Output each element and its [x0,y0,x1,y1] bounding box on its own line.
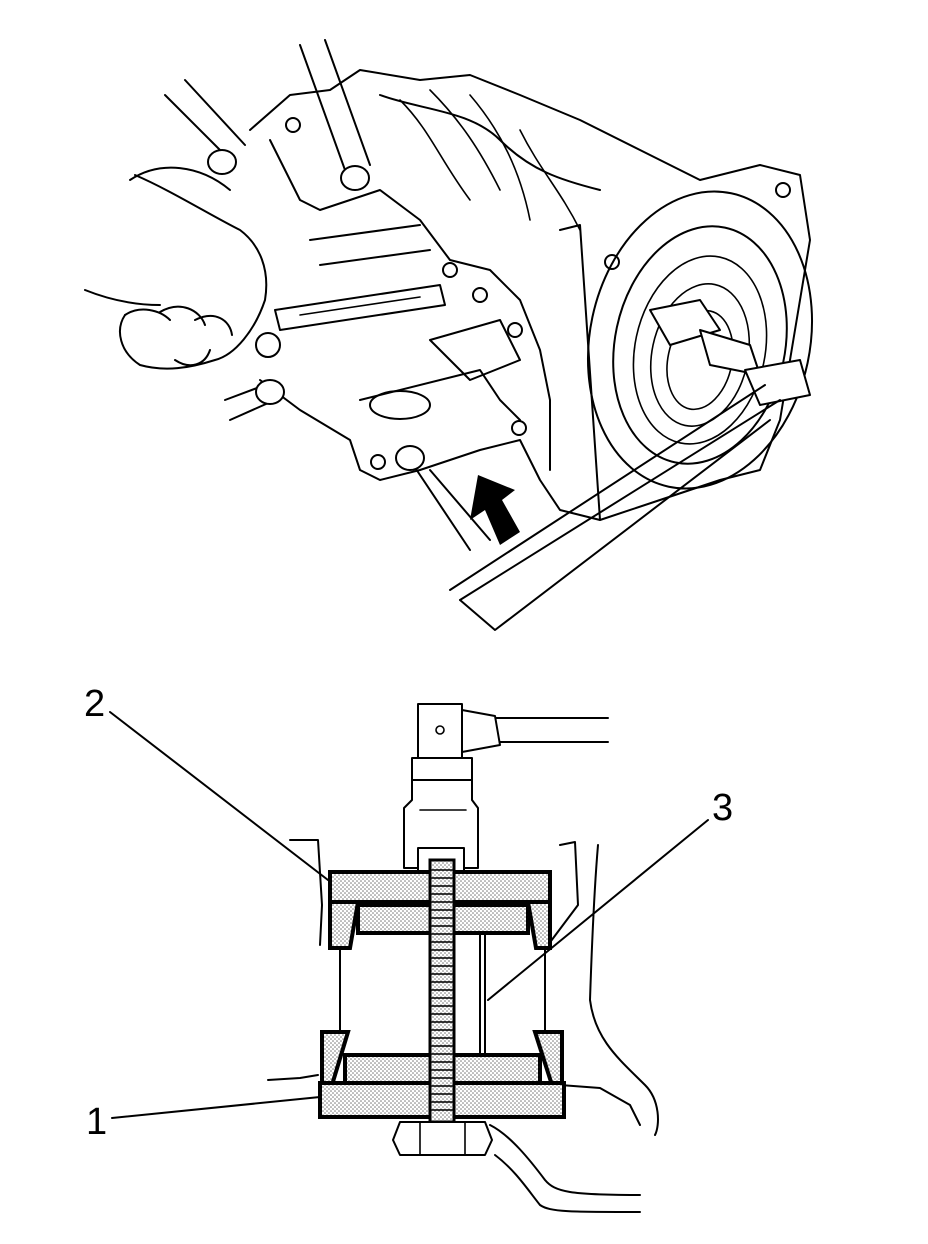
callout-2-label: 2 [84,683,105,725]
callout-3-leader [487,819,709,1001]
callout-1-leader [111,1096,321,1119]
callout-2-leader [109,711,329,881]
callout-3-label: 3 [712,787,733,829]
callout-leaders [109,711,709,1119]
puller-section-diagram [267,703,659,1213]
transmission-case-illustration [84,39,814,631]
direction-arrow-icon [470,475,520,545]
callout-1-label: 1 [86,1101,107,1143]
